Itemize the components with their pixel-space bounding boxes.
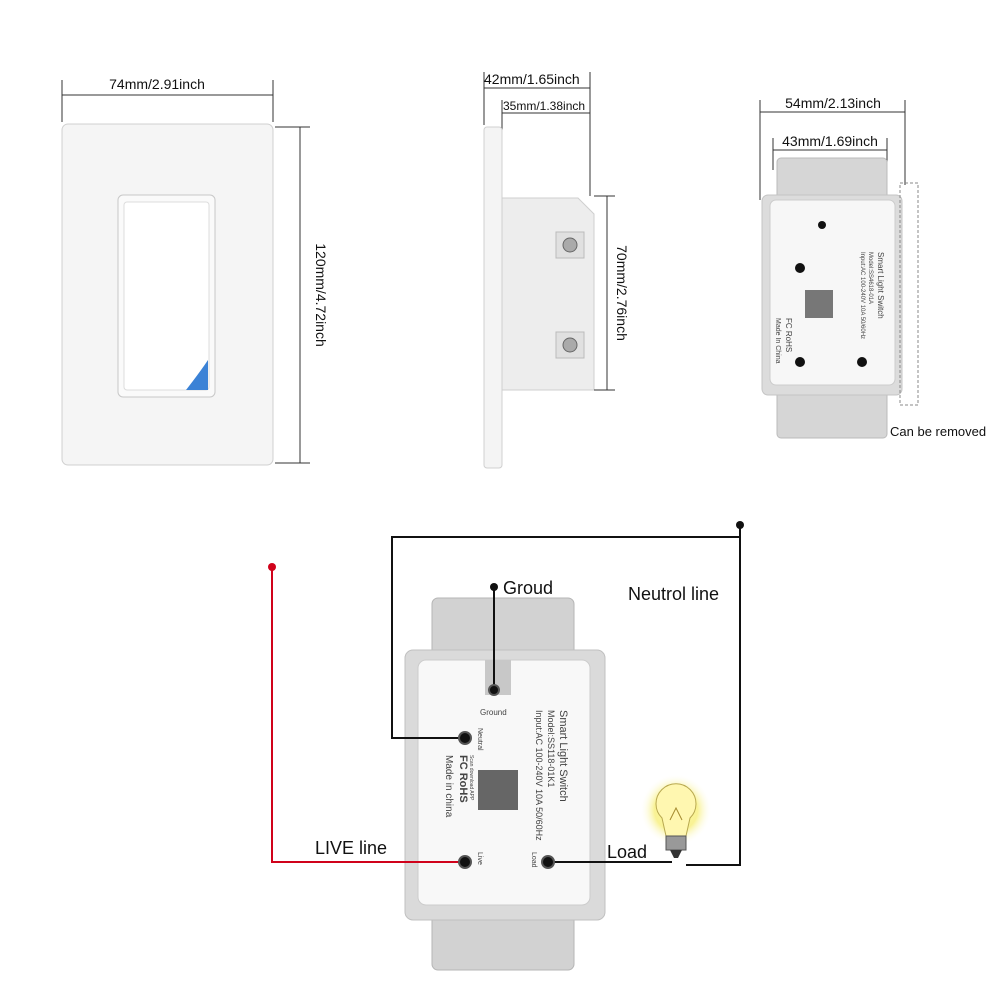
front-width-label: 74mm/2.91inch bbox=[109, 76, 205, 92]
neutral-terminal-dot bbox=[736, 521, 744, 529]
light-bulb-icon bbox=[640, 774, 712, 858]
wiring-diagram: Smart Light Switch Model:SS118-01K1 Inpu… bbox=[268, 521, 744, 971]
removable-tab-outline bbox=[899, 182, 919, 406]
side-depth-total-label: 42mm/1.65inch bbox=[484, 71, 580, 87]
side-plate bbox=[483, 126, 503, 469]
terminal-ground-label: Ground bbox=[480, 708, 507, 717]
back-outer-width-label: 54mm/2.13inch bbox=[785, 95, 881, 111]
live-label: LIVE line bbox=[315, 838, 387, 858]
terminal-load-label: Load bbox=[530, 852, 537, 868]
live-wire bbox=[271, 567, 465, 863]
screw-icon bbox=[562, 237, 578, 253]
live-terminal-dot bbox=[268, 563, 276, 571]
label-model: Model:SS118-01K1 bbox=[546, 710, 556, 787]
back-inner-width-label: 43mm/1.69inch bbox=[782, 133, 878, 149]
neutral-label: Neutrol line bbox=[628, 584, 719, 604]
label-input: Input:AC 100-240V 10A 50/60Hz bbox=[534, 710, 544, 841]
removable-note: Can be removed bbox=[890, 424, 986, 439]
terminal-live-label: Live bbox=[476, 852, 483, 865]
terminal-neutral-label: Neutral bbox=[476, 728, 483, 751]
neutral-wire-to-load bbox=[686, 525, 741, 866]
side-depth-body-label: 35mm/1.38inch bbox=[503, 99, 585, 113]
qr-code bbox=[805, 290, 833, 318]
load-label: Load bbox=[607, 842, 647, 862]
qr-code bbox=[478, 770, 518, 810]
label-input: Input:AC 100-240V 10A 50/60Hz bbox=[859, 252, 865, 339]
label-model: Model:SS4618-01A bbox=[867, 252, 873, 304]
side-body bbox=[501, 197, 595, 391]
ground-label: Groud bbox=[503, 578, 553, 598]
led-indicator bbox=[186, 360, 208, 390]
back-view: 54mm/2.13inch 43mm/1.69inch Smart Light … bbox=[759, 95, 986, 439]
side-view: 42mm/1.65inch 35mm/1.38inch 70mm/2.76inc… bbox=[483, 71, 630, 469]
label-origin: Made in china bbox=[443, 755, 454, 818]
label-title: Smart Light Switch bbox=[876, 252, 885, 319]
front-view: 74mm/2.91inch 120mm/4.72inch bbox=[61, 76, 329, 466]
front-height-label: 120mm/4.72inch bbox=[313, 243, 329, 347]
side-height-label: 70mm/2.76inch bbox=[614, 245, 630, 341]
neutral-wire bbox=[391, 536, 740, 739]
label-origin: Made In China bbox=[774, 318, 781, 364]
label-certs: FC RoHS bbox=[784, 318, 793, 352]
label-app: Scan download APP bbox=[468, 755, 474, 801]
rocker-button bbox=[123, 201, 210, 391]
screw-icon bbox=[562, 337, 578, 353]
label-certs: FC RoHS bbox=[457, 755, 469, 803]
label-title: Smart Light Switch bbox=[557, 710, 569, 802]
